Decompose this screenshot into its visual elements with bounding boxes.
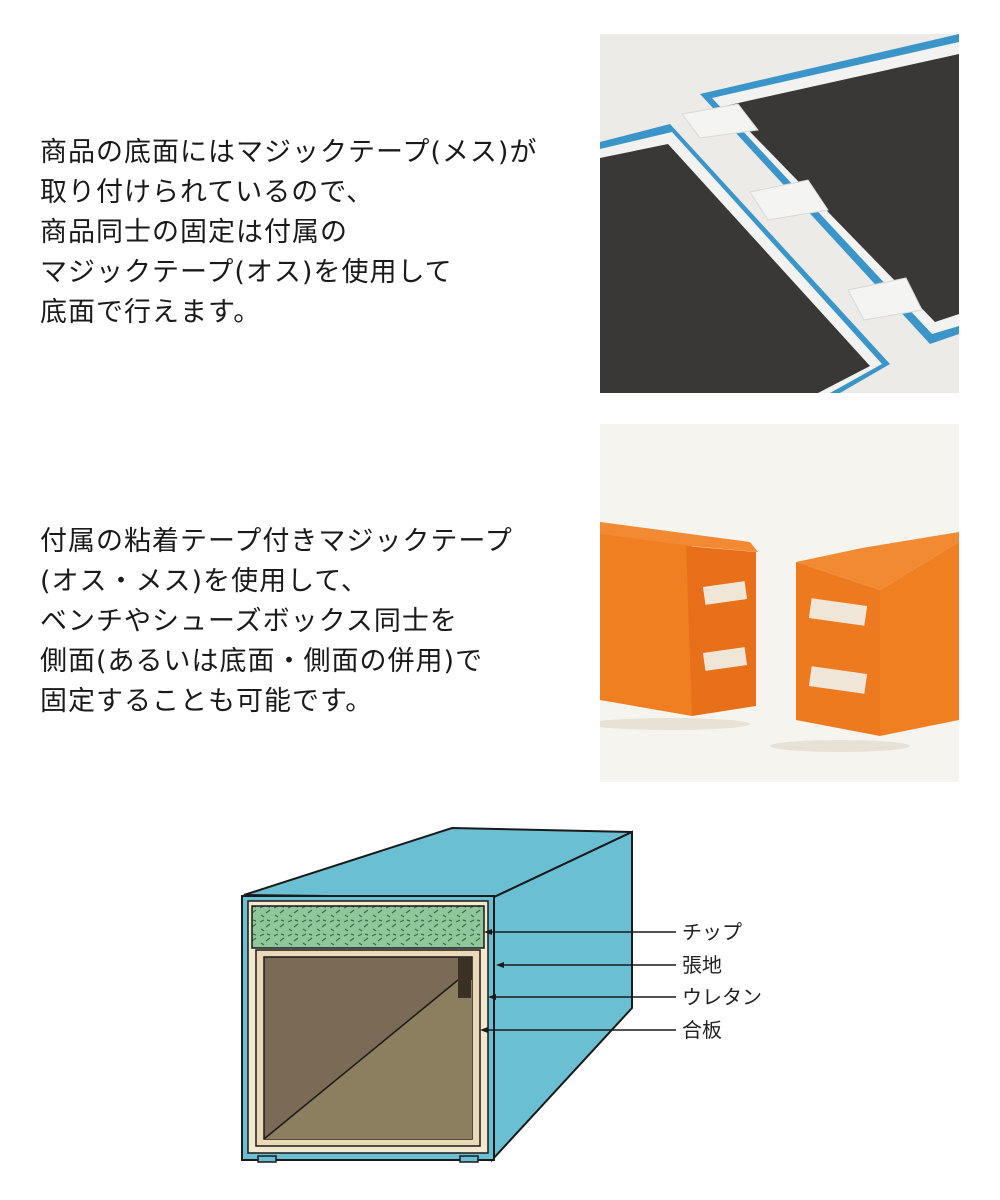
cross-section-diagram: チップ 張地 ウレタン 合板 xyxy=(230,820,770,1174)
side-fixing-description: 付属の粘着テープ付きマジックテープ (オス・メス)を使用して、 ベンチやシューズ… xyxy=(40,522,513,722)
box-foot xyxy=(459,1155,479,1163)
chip-layer xyxy=(251,905,485,949)
box-foot xyxy=(257,1155,277,1163)
interior-shadow xyxy=(458,958,471,998)
side-velcro-photo xyxy=(600,424,959,782)
text-line: 底面で行えます。 xyxy=(40,297,262,328)
bottom-fixing-description: 商品の底面にはマジックテープ(メス)が 取り付けられているので、 商品同士の固定… xyxy=(40,133,537,333)
text-line: 側面(あるいは底面・側面の併用)で xyxy=(40,646,484,677)
label-chip: チップ xyxy=(682,920,742,944)
text-line: ベンチやシューズボックス同士を xyxy=(40,606,458,637)
text-line: マジックテープ(オス)を使用して xyxy=(40,257,453,288)
text-line: 固定することも可能です。 xyxy=(40,686,374,717)
text-line: 取り付けられているので、 xyxy=(40,177,375,208)
text-line: 付属の粘着テープ付きマジックテープ xyxy=(40,526,513,557)
text-line: (オス・メス)を使用して、 xyxy=(40,566,369,597)
label-fabric: 張地 xyxy=(682,953,722,977)
text-line: 商品の底面にはマジックテープ(メス)が xyxy=(40,137,538,168)
label-urethane: ウレタン xyxy=(682,985,762,1009)
box-interior-floor xyxy=(264,980,472,1139)
underside-velcro-photo xyxy=(600,34,959,393)
label-plywood: 合板 xyxy=(682,1018,722,1042)
text-line: 商品同士の固定は付属の xyxy=(40,217,348,248)
